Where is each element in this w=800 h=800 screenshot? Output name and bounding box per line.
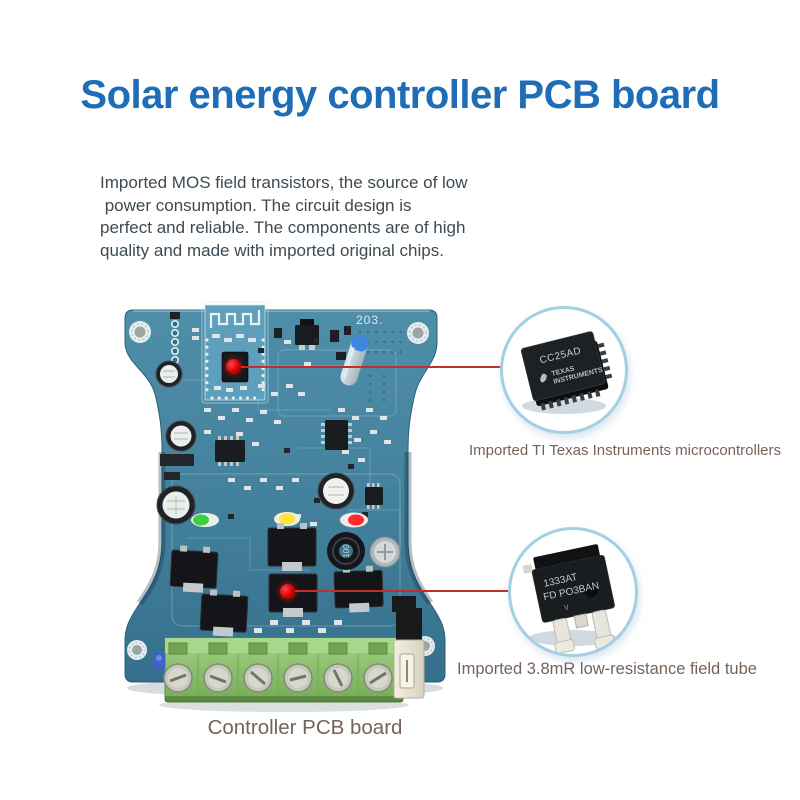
svg-text:V: V: [564, 604, 570, 612]
soic-ic: [321, 420, 352, 450]
mosfet: [199, 589, 249, 637]
page-title: Solar energy controller PCB board: [80, 72, 720, 117]
red-marker-dot-microcontroller: [226, 359, 241, 374]
blue-cylinder-component: [340, 334, 369, 386]
board-caption: Controller PCB board: [207, 716, 403, 739]
led-red: [340, 512, 368, 528]
capacitor-aluminum: [369, 536, 401, 568]
annotation-line-field-tube: [287, 590, 511, 592]
capacitor: [155, 360, 183, 388]
svg-text:100: 100: [342, 544, 351, 558]
red-marker-dot-field-tube: [280, 584, 295, 599]
mounting-hole: [407, 322, 429, 344]
ti-chip-image: CC25AD TEXAS INSTRUMENTS: [520, 331, 613, 414]
usb-connector: [393, 608, 425, 699]
board-marking: 203.: [356, 313, 383, 327]
board-edge-shade-right: [404, 452, 433, 605]
antenna-icon: [209, 310, 261, 328]
mosfet: [267, 523, 317, 571]
annotation-line-microcontroller: [233, 366, 503, 368]
callout-label-microcontroller: Imported TI Texas Instruments microcontr…: [468, 442, 782, 459]
intro-line: perfect and reliable. The components are…: [100, 218, 466, 238]
led-green: [191, 513, 219, 527]
capacitor: [317, 472, 355, 510]
callout-circle-field-tube: 1333AT FD PO3BAN V: [508, 527, 638, 657]
field-tube-image: 1333AT FD PO3BAN V: [522, 544, 617, 654]
intro-text: Imported MOS field transistors, the sour…: [100, 172, 468, 262]
terminal-block: [163, 637, 404, 703]
capacitor: [165, 420, 197, 452]
pin-header: [170, 312, 180, 365]
led-yellow: [274, 512, 300, 526]
mounting-hole: [129, 321, 151, 343]
callout-label-field-tube: Imported 3.8mR low-resistance field tube: [457, 660, 757, 678]
wireless-module: [204, 304, 266, 401]
trimmer: [154, 652, 165, 670]
capacitor: [156, 485, 196, 525]
intro-line: Imported MOS field transistors, the sour…: [100, 173, 468, 192]
soic8-ic: [365, 483, 383, 509]
intro-line: power consumption. The circuit design is: [100, 195, 412, 215]
board-edge-shade-left: [137, 452, 166, 605]
inductor: 100: [327, 532, 365, 570]
soic-ic: [215, 436, 245, 466]
intro-line: quality and made with imported original …: [100, 240, 444, 260]
mounting-hole: [127, 640, 147, 660]
pcb-photo: 203.: [124, 301, 446, 712]
callout-circle-microcontroller: CC25AD TEXAS INSTRUMENTS: [500, 306, 628, 434]
screw-terminal: [163, 663, 393, 693]
mosfet: [169, 545, 219, 593]
